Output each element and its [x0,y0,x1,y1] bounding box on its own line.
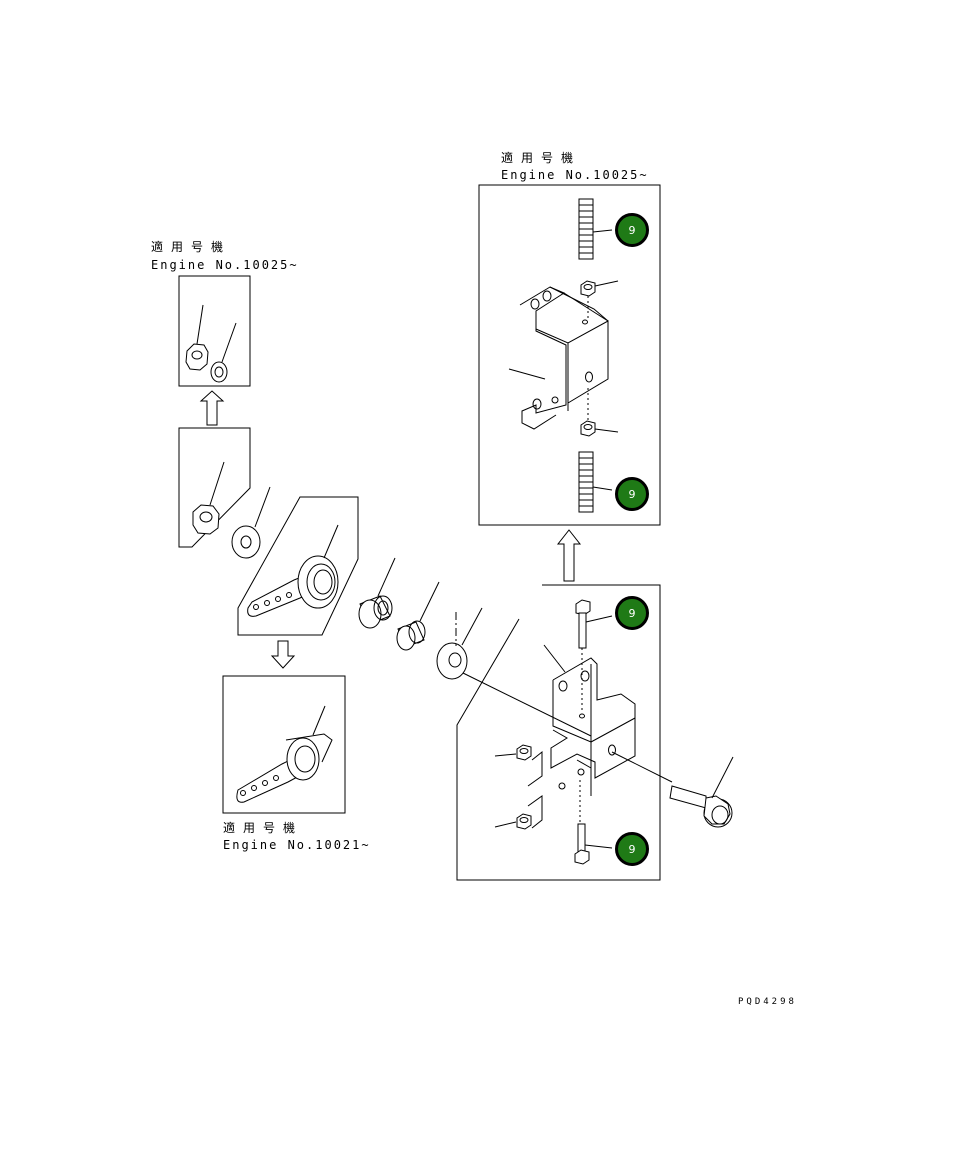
upper-bolt [576,600,612,712]
top-right-inset-frame [479,185,660,525]
bottom-left-applicability-jp: 適用号機 [223,821,304,835]
main-bracket [544,645,635,824]
top-left-applicability-en: Engine No.10025~ [151,258,299,272]
bushing-small [397,582,439,650]
lower-left-inset-frame [223,676,345,813]
callout-marker-lower-bolt: 9 [615,832,649,866]
bottom-left-applicability-en: Engine No.10021~ [223,838,371,852]
top-right-inset [479,185,660,525]
arrow-up-left [201,391,223,425]
drawing-reference-code: PQD4298 [738,997,797,1007]
thick-washer [437,608,482,679]
middle-left-inset [179,428,250,547]
top-left-inset [179,276,250,386]
lower-right-inset [457,585,660,880]
mounting-bracket [509,287,608,429]
small-washer [211,323,236,382]
flat-washer [232,487,270,558]
left-nut-upper [495,745,542,786]
middle-left-inset-frame [179,428,250,547]
top-right-applicability-jp: 適用号機 [501,151,582,165]
upper-stud-bolt [579,199,612,259]
flange-nut [186,305,208,370]
top-left-applicability-jp: 適用号機 [151,240,232,254]
long-flange-bolt [463,673,733,827]
top-left-inset-frame [179,276,250,386]
lever-arm-inset-frame [238,497,358,635]
lever-arm [248,525,338,616]
callout-marker-upper-stud: 9 [615,213,649,247]
bushing-large [359,558,395,628]
hex-flange-nut [193,462,224,534]
lower-nut [581,421,618,436]
upper-nut [581,281,618,318]
lower-right-inset-frame [457,585,660,880]
callout-marker-upper-bolt: 9 [615,596,649,630]
lever-arm-inset [238,497,358,635]
lower-bolt [575,824,612,864]
lever-arm-alt [237,706,332,802]
lower-left-inset [223,676,345,813]
lower-stud-bolt [579,452,612,512]
arrow-down-left [272,641,294,668]
callout-marker-lower-stud: 9 [615,477,649,511]
top-right-applicability-en: Engine No.10025~ [501,168,649,182]
arrow-up-right [558,530,580,581]
left-nut-lower [495,796,542,829]
